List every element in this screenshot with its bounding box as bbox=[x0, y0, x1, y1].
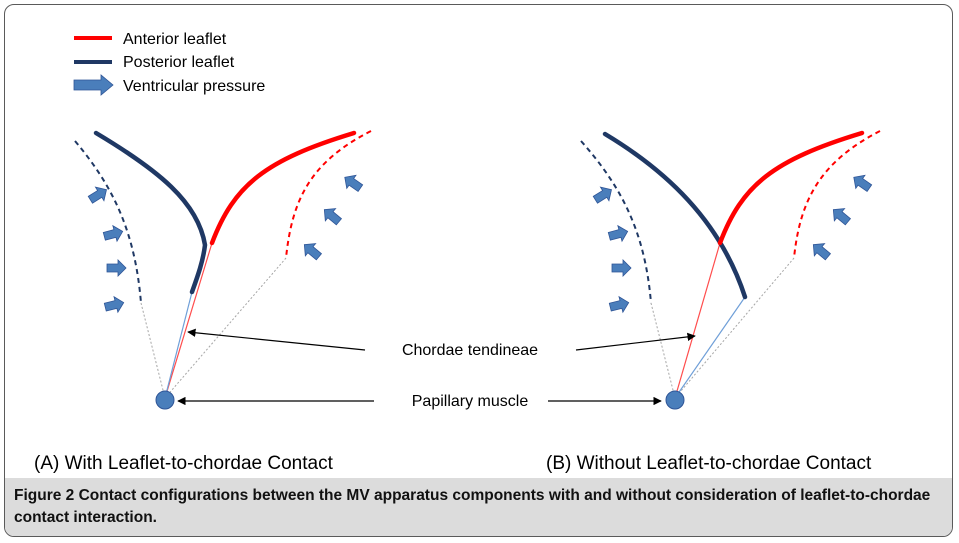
panel-b-pressure-arrow-icon bbox=[606, 223, 631, 245]
panel-a-pressure-arrow-icon bbox=[339, 170, 366, 196]
panel-a-initial-anterior-chord bbox=[164, 257, 287, 399]
caption-text: Contact configurations between the MV ap… bbox=[14, 487, 931, 526]
panel-a-posterior-chord bbox=[164, 291, 193, 399]
panel-a-posterior-leaflet bbox=[93, 130, 208, 295]
legend-pressure-arrow-icon bbox=[73, 74, 114, 96]
panel-b-pressure-arrow-icon bbox=[848, 170, 875, 196]
caption-band bbox=[5, 478, 952, 536]
caption-lead: Figure 2 bbox=[14, 487, 75, 504]
panel-b bbox=[580, 130, 881, 410]
chordae-pointer-left bbox=[187, 328, 366, 351]
chordae-annotation: Chordae tendineae bbox=[187, 328, 696, 359]
panel-a-pressure-arrow-icon bbox=[102, 294, 127, 316]
panel-a-anterior-chord bbox=[164, 242, 213, 399]
panel-b-posterior-initial bbox=[580, 140, 652, 304]
panel-b-papillary-muscle bbox=[665, 390, 685, 410]
panel-a bbox=[74, 130, 372, 410]
papillary-annotation: Papillary muscle bbox=[177, 393, 662, 410]
panel-b-pressure-arrow-icon bbox=[827, 203, 854, 229]
panel-b-pressure-arrow-icon bbox=[607, 294, 632, 316]
panel-a-papillary-muscle bbox=[155, 390, 175, 410]
panel-b-pressure-arrow-icon bbox=[590, 182, 617, 207]
panel-a-pressure-arrow-icon bbox=[101, 223, 126, 245]
panel-b-initial-posterior-chord bbox=[650, 302, 676, 399]
figure-frame bbox=[4, 4, 953, 537]
panel-a-label: (A) With Leaflet-to-chordae Contact bbox=[34, 453, 334, 474]
panel-b-anterior-initial bbox=[793, 130, 881, 259]
panel-b-anterior-leaflet bbox=[717, 130, 865, 246]
panel-b-pressure-arrow-icon bbox=[807, 238, 834, 264]
chordae-label: Chordae tendineae bbox=[402, 342, 538, 359]
panel-a-initial-posterior-chord bbox=[140, 302, 166, 399]
panel-b-posterior-leaflet bbox=[602, 131, 748, 300]
panel-a-pressure-arrow-icon bbox=[298, 238, 325, 264]
panel-a-anterior-leaflet bbox=[209, 130, 357, 246]
chordae-pointer-right bbox=[575, 332, 696, 351]
legend-posterior-label: Posterior leaflet bbox=[123, 54, 235, 71]
panel-b-label: (B) Without Leaflet-to-chordae Contact bbox=[546, 453, 872, 474]
panel-b-pressure-arrow-icon bbox=[611, 259, 632, 277]
panel-b-anterior-chord bbox=[674, 242, 721, 399]
legend: Anterior leaflet Posterior leaflet Ventr… bbox=[73, 31, 265, 96]
papillary-label: Papillary muscle bbox=[412, 393, 529, 410]
panel-a-pressure-arrow-icon bbox=[318, 203, 345, 229]
panel-b-initial-anterior-chord bbox=[674, 257, 795, 399]
legend-pressure-label: Ventricular pressure bbox=[123, 78, 265, 95]
legend-anterior-label: Anterior leaflet bbox=[123, 31, 227, 48]
panel-a-pressure-arrow-icon bbox=[106, 259, 127, 277]
figure-caption: Figure 2 Contact configurations between … bbox=[14, 485, 944, 529]
panel-a-posterior-initial bbox=[74, 140, 142, 304]
panel-b-posterior-chord bbox=[674, 296, 746, 399]
panel-a-anterior-initial bbox=[285, 130, 372, 259]
